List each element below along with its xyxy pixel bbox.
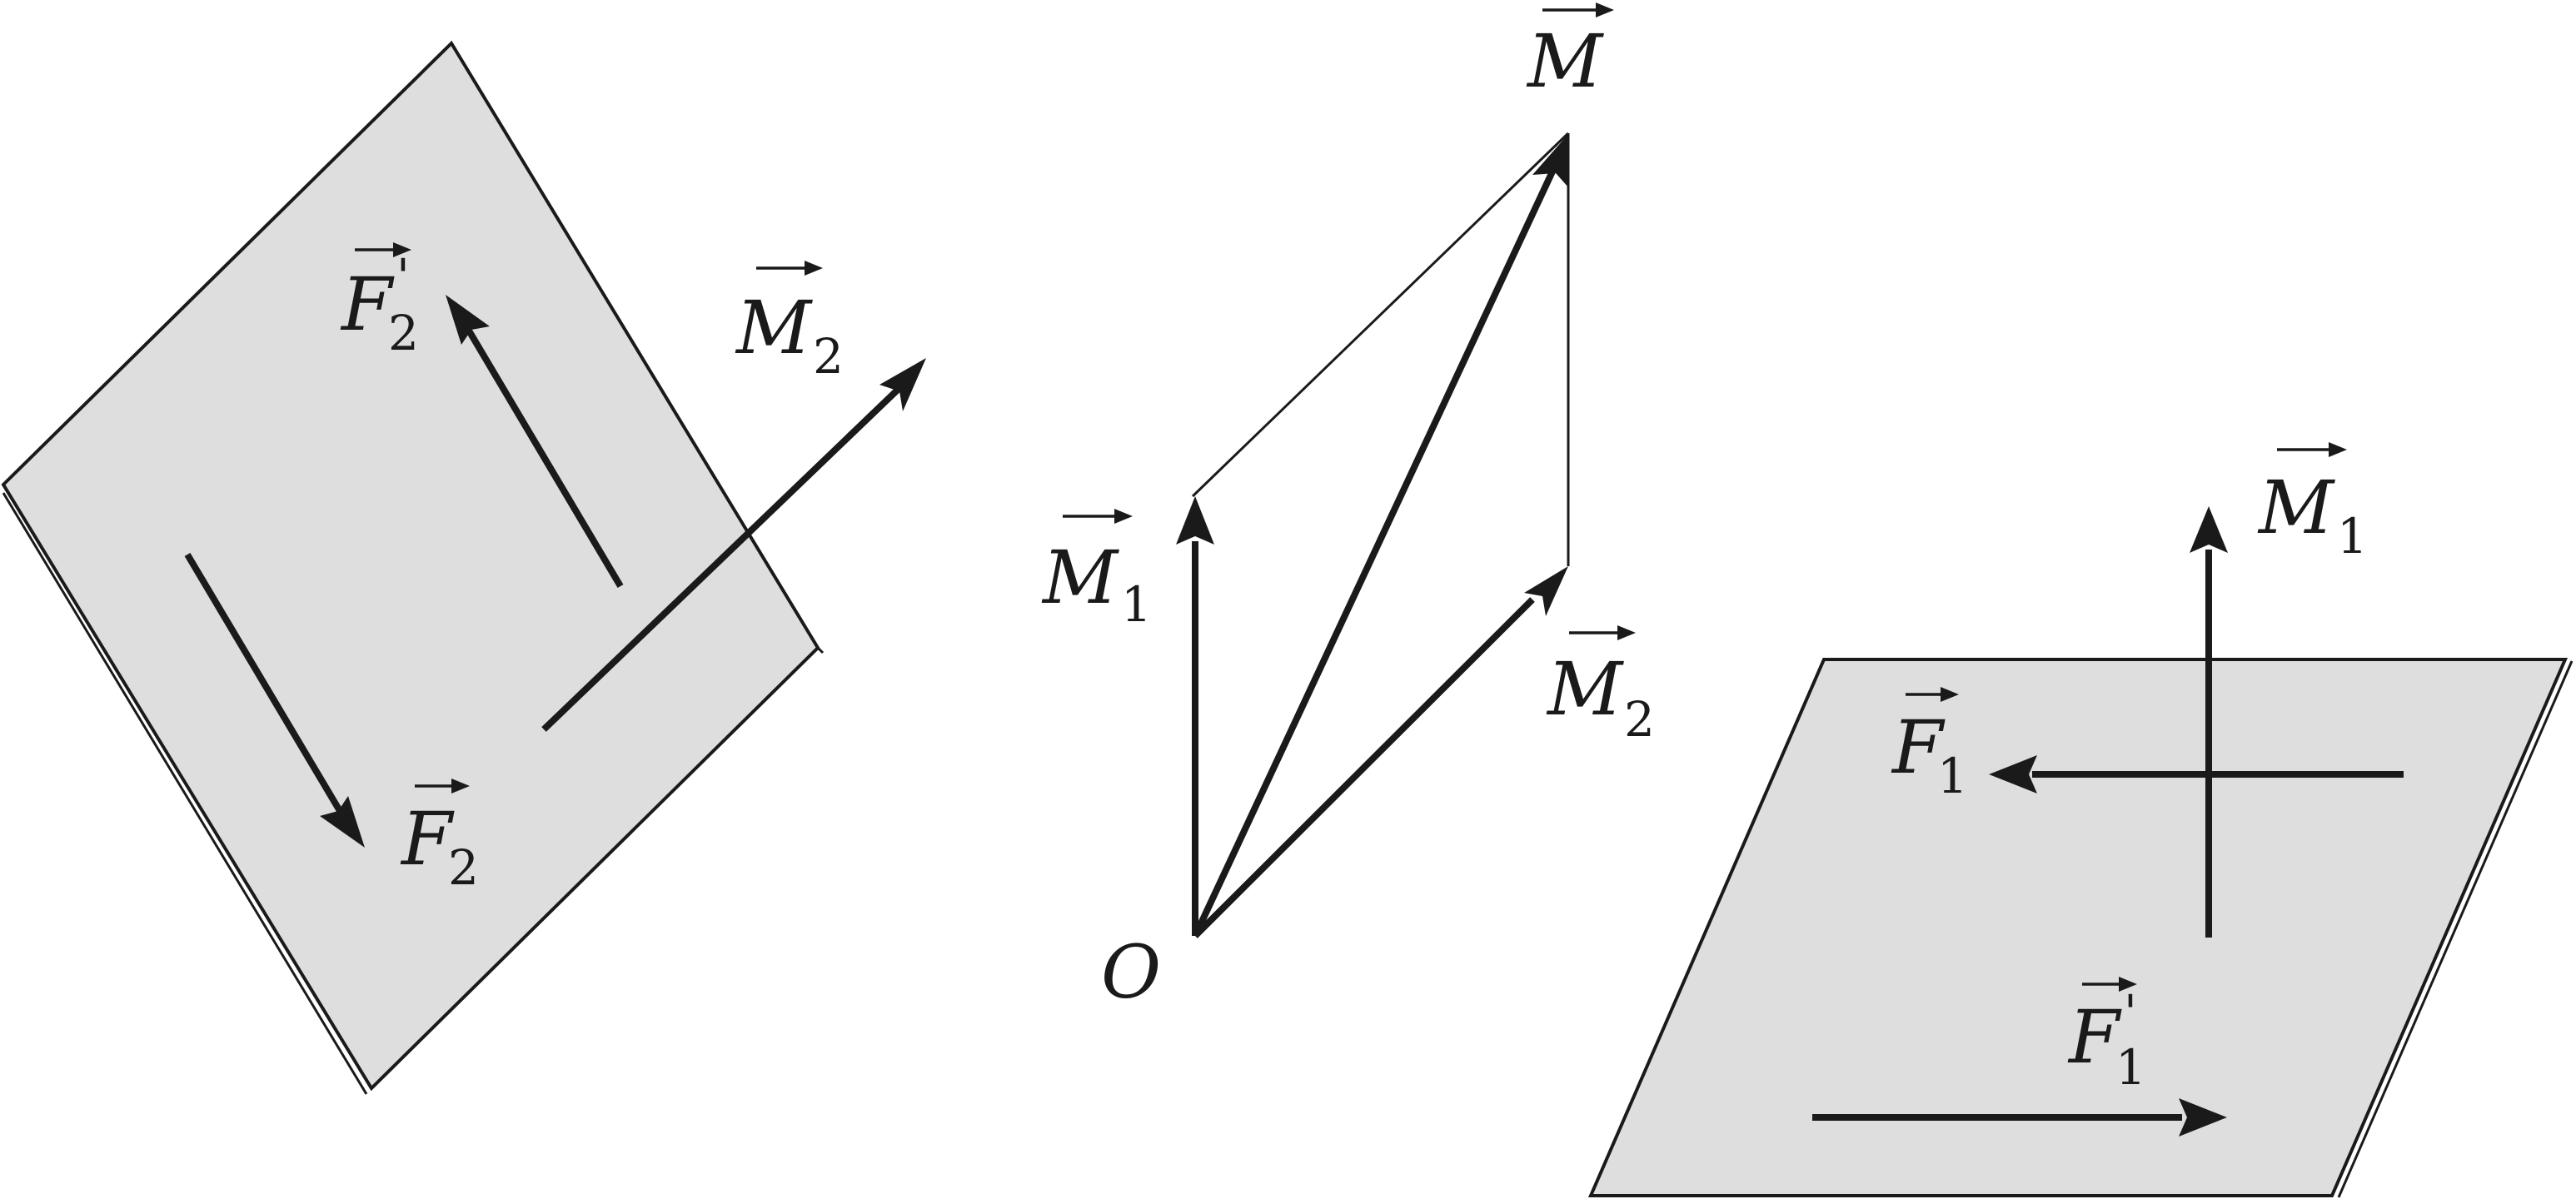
f2-force-arrowhead (320, 796, 365, 848)
label-f2-prime-text: F (340, 261, 395, 347)
f2-prime-force-arrowhead (446, 295, 490, 345)
right-plane-edge-shadow (2337, 660, 2574, 1198)
label-m2-top-text: M (735, 285, 813, 371)
label-f1-prime-sub: 1 (2115, 1039, 2146, 1096)
label-m-text: M (1526, 18, 1604, 104)
label-f2-prime-sub: 2 (388, 305, 419, 361)
m2-moment-shaft (541, 386, 902, 732)
label-f2: F 2 (400, 779, 479, 896)
m-resultant-arrowhead (1532, 133, 1569, 188)
label-f1-prime: F 1 ' (2067, 977, 2146, 1096)
m2-vector-shaft (1193, 597, 1535, 938)
m1-vector-arrowhead (1176, 496, 1214, 545)
f1-force-arrowhead (1989, 755, 2037, 794)
left-plane (1, 40, 820, 1092)
f2-force-shaft (184, 552, 348, 822)
label-m1-left-sub: 1 (1121, 576, 1152, 633)
label-f1-text: F (1891, 704, 1946, 790)
label-m1-left: M 1 (1041, 509, 1152, 633)
label-m1-right-sub: 1 (2337, 508, 2368, 565)
f2-prime-force-shaft (463, 324, 624, 589)
parallelogram-top-edge (1191, 132, 1570, 498)
f1-prime-force-arrowhead (2179, 1098, 2227, 1137)
label-f2-sub: 2 (448, 839, 479, 896)
label-m2-mid-sub: 2 (1624, 691, 1655, 748)
moment-sum-group (1176, 132, 1570, 938)
label-origin: O (1101, 929, 1161, 1015)
left-plane-group (1, 40, 926, 1095)
label-f2-prime-mark: ' (396, 248, 410, 305)
left-plane-edge-shadow (2, 492, 368, 1095)
label-m2-top-sub: 2 (813, 328, 844, 385)
m-resultant-shaft (1192, 170, 1556, 938)
label-m1-right-text: M (2257, 465, 2335, 550)
m2-vector-arrowhead (1524, 566, 1568, 616)
left-plane-edge-tick (816, 646, 825, 654)
label-m2-mid: M 2 (1546, 625, 1655, 748)
m2-moment-arrowhead (879, 358, 926, 411)
label-f2-text: F (400, 796, 455, 882)
right-plane-group (1587, 506, 2574, 1198)
right-plane (1587, 658, 2569, 1197)
label-f2-prime: F 2 ' (340, 242, 419, 361)
label-f1: F 1 (1891, 687, 1968, 804)
label-f1-prime-text: F (2067, 994, 2122, 1080)
label-m1-right: M 1 (2257, 442, 2368, 565)
m1-right-arrowhead (2190, 506, 2228, 553)
label-m2-mid-text: M (1546, 646, 1624, 732)
label-m1-left-text: M (1041, 535, 1119, 620)
label-f1-prime-mark: ' (2124, 984, 2137, 1041)
label-f1-sub: 1 (1937, 748, 1968, 804)
label-m: M (1526, 2, 1614, 104)
label-m2-top: M 2 (735, 261, 844, 385)
